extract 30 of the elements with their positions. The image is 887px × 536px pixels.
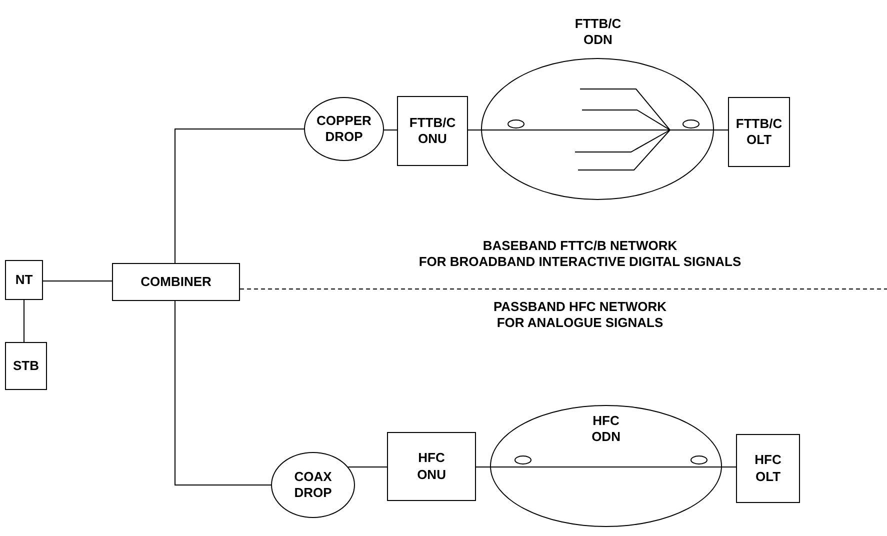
olt-box — [728, 97, 790, 167]
device-box — [5, 260, 43, 300]
onu-box — [397, 96, 468, 166]
network-note: PASSBAND HFC NETWORK — [493, 298, 667, 316]
onu-box — [387, 432, 476, 501]
connector-line — [42, 280, 112, 282]
node-label: HFC ONU — [417, 450, 446, 483]
node-label: COAX DROP — [294, 468, 332, 502]
drop-ellipse — [304, 97, 384, 161]
device-box — [5, 342, 47, 390]
network-note: BASEBAND FTTC/B NETWORK — [482, 237, 678, 255]
node-label: FTTB/C ODN — [574, 16, 622, 48]
combiner-box — [112, 263, 240, 301]
node-label: COMBINER — [140, 274, 212, 290]
node-label: COPPER DROP — [316, 112, 372, 146]
drop-ellipse — [271, 452, 355, 518]
network-note: FOR BROADBAND INTERACTIVE DIGITAL SIGNALS — [418, 253, 742, 271]
connector-line — [174, 128, 304, 264]
node-label: STB — [13, 358, 39, 374]
connector-line — [476, 466, 491, 468]
network-note: FOR ANALOGUE SIGNALS — [496, 314, 664, 332]
connector-line — [174, 300, 272, 486]
node-label: HFC OLT — [754, 452, 782, 485]
olt-box — [736, 434, 800, 503]
node-label: HFC ODN — [592, 413, 620, 446]
node-label: FTTB/C OLT — [736, 116, 782, 148]
connector-line — [721, 466, 736, 468]
node-label: NT — [15, 272, 33, 288]
node-label: FTTB/C ONU — [409, 114, 456, 148]
connector-line — [348, 466, 388, 468]
